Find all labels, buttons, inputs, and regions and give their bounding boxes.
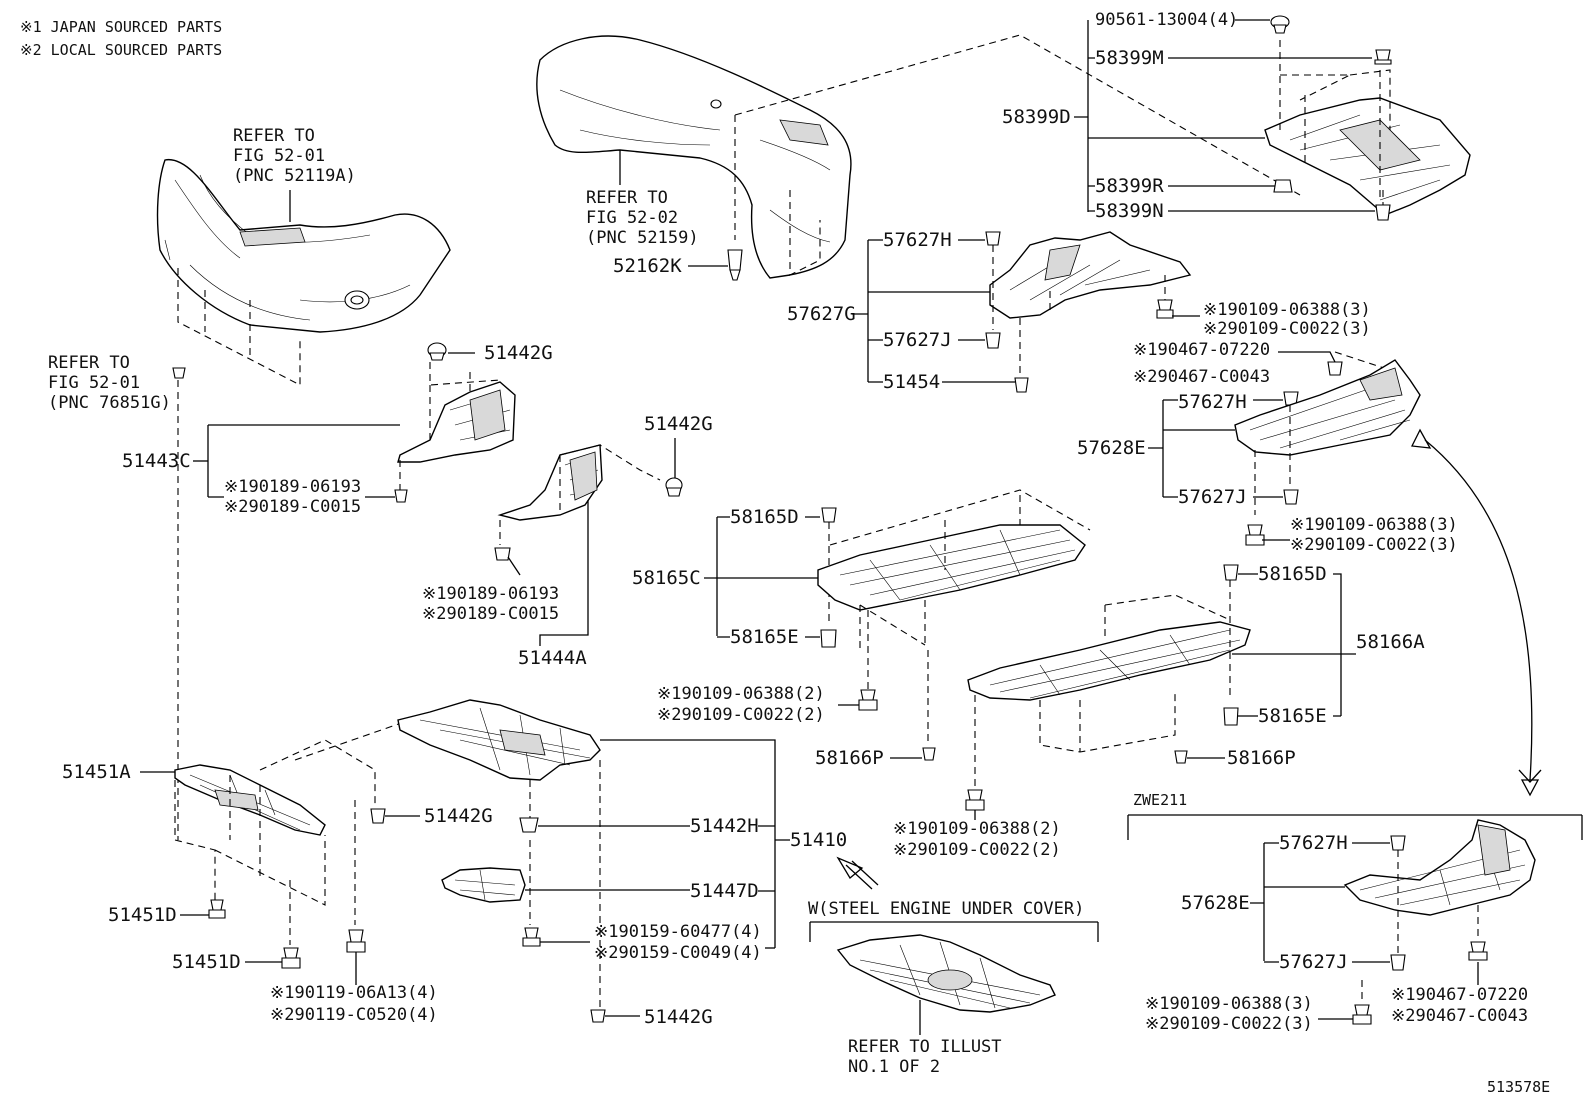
label-58166P-b: 58166P xyxy=(1227,747,1296,769)
label-51454: 51454 xyxy=(883,371,940,393)
label-58166P-a: 58166P xyxy=(815,747,884,769)
label-57627H-a: 57627H xyxy=(883,229,952,251)
label-j90467-a: ※190467-07220 xyxy=(1133,340,1270,360)
label-58165D-a: 58165D xyxy=(730,506,799,528)
label-l90119: ※290119-C0520(4) xyxy=(270,1005,438,1025)
label-58166A: 58166A xyxy=(1356,631,1425,653)
cover-57628E-upper-drawing xyxy=(1234,359,1421,456)
label-j90119: ※190119-06A13(4) xyxy=(270,983,438,1003)
label-l90109-c: ※290109-C0022(2) xyxy=(657,705,825,725)
label-51442G-a: 51442G xyxy=(484,342,553,364)
engine-under-cover-rh-drawing xyxy=(1264,97,1471,216)
label-57627J-a: 57627J xyxy=(883,329,952,351)
label-51447D: 51447D xyxy=(690,880,759,902)
clip-52162K xyxy=(727,249,743,281)
label-j90159: ※190159-60477(4) xyxy=(594,922,762,942)
ref-front-bumper-2: FIG 52-01 xyxy=(233,146,325,166)
ref-bumper-side-3: (PNC 76851G) xyxy=(48,393,171,413)
undercover-58165C-drawing xyxy=(817,524,1086,611)
label-l90109-b: ※290109-C0022(3) xyxy=(1290,535,1458,555)
ref-steel-cover-2: NO.1 OF 2 xyxy=(848,1057,940,1077)
ref-front-bumper-1: REFER TO xyxy=(233,126,315,146)
label-51444A: 51444A xyxy=(518,647,587,669)
label-j90467-b: ※190467-07220 xyxy=(1391,985,1528,1005)
label-l90467-a: ※290467-C0043 xyxy=(1133,367,1270,387)
ref-steel-cover-1: REFER TO ILLUST xyxy=(848,1037,1002,1057)
label-j90189-b: ※190189-06193 xyxy=(422,584,559,604)
label-58399M: 58399M xyxy=(1095,47,1164,69)
undercover-51451A-drawing xyxy=(174,764,326,836)
bracket-51443C-drawing xyxy=(397,381,516,463)
bracket-51444A-drawing xyxy=(497,444,603,521)
label-57627H-b: 57627H xyxy=(1178,391,1247,413)
label-51442G-c: 51442G xyxy=(424,805,493,827)
bracket-57627G-drawing xyxy=(989,231,1192,319)
ref-bumper-side-1: REFER TO xyxy=(48,353,130,373)
label-j90109-e: ※190109-06388(3) xyxy=(1145,994,1313,1014)
label-58165C: 58165C xyxy=(632,567,701,589)
label-51451D-b: 51451D xyxy=(172,951,241,973)
ref-front-bumper-3: (PNC 52119A) xyxy=(233,166,356,186)
label-57628E-a: 57628E xyxy=(1077,437,1146,459)
ref-bumper-side-2: FIG 52-01 xyxy=(48,373,140,393)
label-58165D-b: 58165D xyxy=(1258,563,1327,585)
cover-51447D-drawing xyxy=(441,867,526,903)
label-57627J-b: 57627J xyxy=(1178,486,1247,508)
rear-bumper-drawing xyxy=(536,35,852,279)
label-j90189-a: ※190189-06193 xyxy=(224,477,361,497)
label-l90109-e: ※290109-C0022(3) xyxy=(1145,1014,1313,1034)
label-58399R: 58399R xyxy=(1095,175,1164,197)
label-57628E-b: 57628E xyxy=(1181,892,1250,914)
figure-number: 513578E xyxy=(1487,1078,1550,1096)
label-51410: 51410 xyxy=(790,829,847,851)
label-l90109-a: ※290109-C0022(3) xyxy=(1203,319,1371,339)
ref-rear-bumper-2: FIG 52-02 xyxy=(586,208,678,228)
label-51442G-b: 51442G xyxy=(644,413,713,435)
front-bumper-drawing xyxy=(156,159,451,333)
label-90561-13004: 90561-13004(4) xyxy=(1095,10,1238,30)
undercover-51410-drawing xyxy=(397,699,601,781)
steel-cover-drawing xyxy=(836,934,1056,1013)
label-j90109-b: ※190109-06388(3) xyxy=(1290,515,1458,535)
label-51442G-d: 51442G xyxy=(644,1006,713,1028)
label-j90109-c: ※190109-06388(2) xyxy=(657,684,825,704)
ref-rear-bumper-3: (PNC 52159) xyxy=(586,228,699,248)
cover-57628E-lower-drawing xyxy=(1343,819,1536,916)
zwe-label: ZWE211 xyxy=(1133,791,1187,809)
label-58165E-b: 58165E xyxy=(1258,705,1327,727)
label-l90109-d: ※290109-C0022(2) xyxy=(893,840,1061,860)
label-58165E-a: 58165E xyxy=(730,626,799,648)
label-57627H-c: 57627H xyxy=(1279,832,1348,854)
label-j90109-a: ※190109-06388(3) xyxy=(1203,300,1371,320)
label-51451A: 51451A xyxy=(62,761,131,783)
label-j90109-d: ※190109-06388(2) xyxy=(893,819,1061,839)
legend-local: ※2 LOCAL SOURCED PARTS xyxy=(20,41,222,59)
steel-cover-title: W(STEEL ENGINE UNDER COVER) xyxy=(808,899,1084,919)
label-51451D-a: 51451D xyxy=(108,904,177,926)
label-l90189-a: ※290189-C0015 xyxy=(224,497,361,517)
label-51443C: 51443C xyxy=(122,450,191,472)
label-l90467-b: ※290467-C0043 xyxy=(1391,1006,1528,1026)
label-l90159: ※290159-C0049(4) xyxy=(594,943,762,963)
label-52162K: 52162K xyxy=(613,255,682,277)
label-51442H: 51442H xyxy=(690,815,759,837)
label-57627G: 57627G xyxy=(787,303,856,325)
label-l90189-b: ※290189-C0015 xyxy=(422,604,559,624)
label-57627J-c: 57627J xyxy=(1279,951,1348,973)
label-58399N: 58399N xyxy=(1095,200,1164,222)
ref-rear-bumper-1: REFER TO xyxy=(586,188,668,208)
label-58399D: 58399D xyxy=(1002,106,1071,128)
undercover-58166A-drawing xyxy=(967,621,1251,701)
legend-japan: ※1 JAPAN SOURCED PARTS xyxy=(20,18,222,36)
